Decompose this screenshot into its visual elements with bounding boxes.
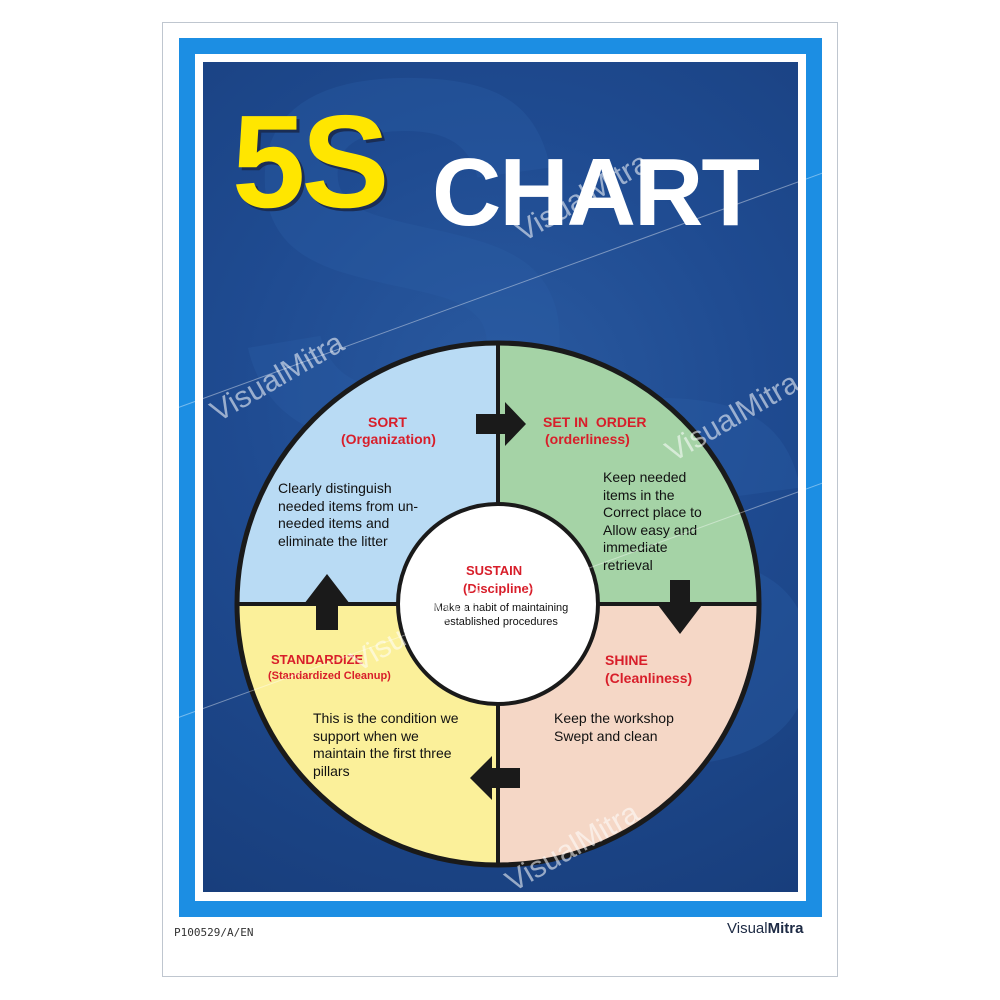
set-in-order-heading: SET IN ORDER: [543, 414, 647, 430]
shine-description: Keep the workshop Swept and clean: [554, 710, 674, 744]
sort-subheading: (Organization): [341, 431, 436, 447]
cycle-ring: [234, 340, 762, 868]
sort-description: Clearly distinguish needed items from un…: [278, 480, 419, 549]
shine-heading: SHINE: [605, 652, 648, 668]
standardize-description: This is the condition we support when we…: [313, 710, 459, 779]
arrow-left: [470, 756, 520, 800]
arrow-right: [476, 402, 526, 446]
outer-ring-border: [234, 340, 762, 868]
set-in-order-subheading: (orderliness): [545, 431, 630, 447]
shine-subheading: (Cleanliness): [605, 670, 693, 686]
flow-arrows: [304, 402, 702, 800]
set-in-order-description: Keep needed items in the Correct place t…: [603, 469, 702, 573]
arrow-down: [658, 580, 702, 634]
title-5s: 5S: [232, 88, 389, 235]
product-code: P100529/A/EN: [174, 926, 254, 939]
sustain-heading: SUSTAIN: [466, 563, 523, 578]
title-chart: CHART: [432, 139, 760, 246]
brand-logo: VisualMitra: [727, 920, 804, 937]
standardize-heading: STANDARDIZE: [271, 652, 364, 667]
sustain-subheading: (Discipline): [463, 581, 534, 596]
center-circle: [396, 502, 600, 706]
sustain-description: Make a habit of maintaining established …: [433, 602, 569, 628]
sort-heading: SORT: [368, 414, 407, 430]
standardize-subheading: (Standardized Cleanup): [268, 670, 391, 682]
arrow-up: [304, 574, 350, 630]
